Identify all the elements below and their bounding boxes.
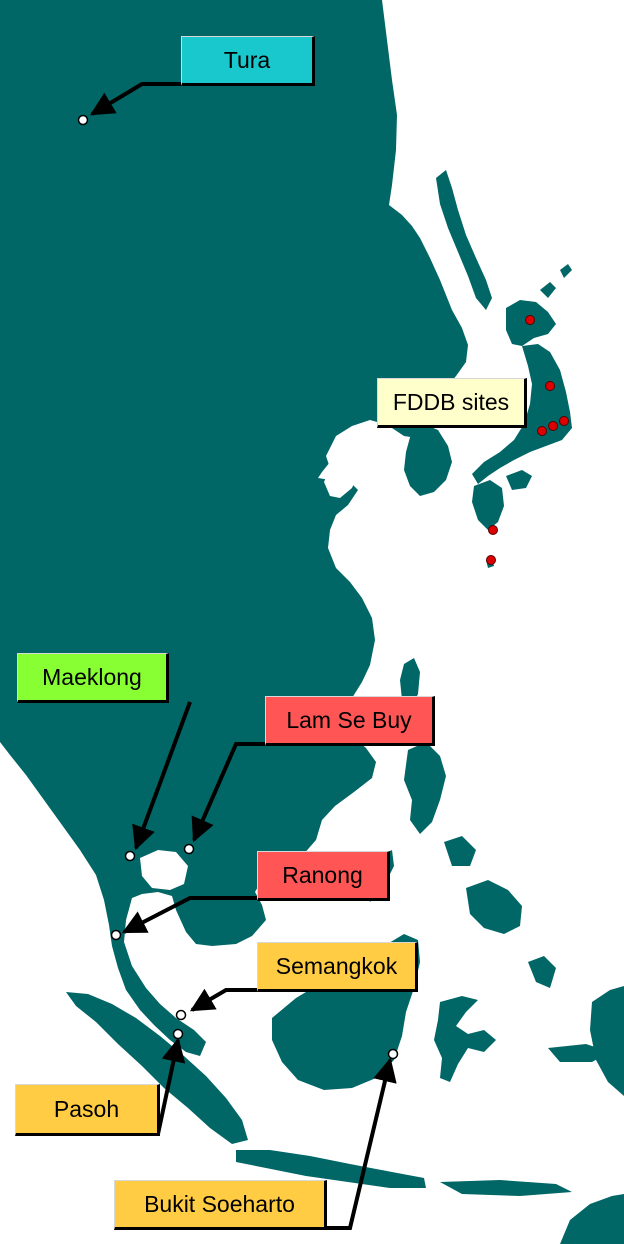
land-kurils: [540, 282, 556, 298]
fddb-marker: [548, 421, 558, 431]
land-honshu: [472, 344, 572, 484]
label-ranong: Ranong: [257, 851, 390, 901]
label-tura: Tura: [181, 36, 315, 86]
land-mindanao: [466, 880, 522, 934]
sea-yellow-sea: [324, 420, 384, 498]
land-java: [236, 1150, 426, 1188]
arrow-bukit-soeharto: [326, 1057, 397, 1230]
site-marker-bukit-soeharto: [387, 1048, 399, 1060]
fddb-marker: [488, 525, 498, 535]
land-halmahera: [528, 956, 556, 988]
land-asia-mainland: [0, 0, 468, 1056]
fddb-marker: [545, 381, 555, 391]
arrow-pasoh: [156, 1037, 186, 1135]
site-marker-maeklong: [124, 850, 136, 862]
fddb-markers: [486, 315, 569, 565]
land-sulawesi: [434, 996, 496, 1082]
land-shikoku: [506, 470, 532, 490]
land-lesser-sunda: [440, 1180, 572, 1196]
label-lam-se-buy: Lam Se Buy: [265, 696, 435, 746]
fddb-marker: [486, 555, 496, 565]
land-kurils-2: [560, 264, 572, 278]
land-hainan: [292, 764, 322, 794]
site-marker-tura: [77, 114, 89, 126]
land-visayas: [444, 836, 476, 866]
site-marker-pasoh: [172, 1028, 184, 1040]
label-fddb-sites: FDDB sites: [377, 378, 527, 428]
arrow-semangkok: [189, 988, 258, 1012]
site-marker-semangkok: [175, 1009, 187, 1021]
label-bukit-soeharto: Bukit Soeharto: [114, 1180, 327, 1230]
site-markers: [77, 114, 399, 1060]
land-australia: [560, 1194, 624, 1244]
land-new-guinea: [590, 986, 624, 1096]
land-sumatra: [66, 992, 248, 1144]
land-luzon: [404, 742, 446, 834]
site-marker-ranong: [110, 929, 122, 941]
arrow-ranong: [121, 896, 258, 934]
arrow-maeklong: [132, 701, 192, 851]
fddb-marker: [559, 416, 569, 426]
label-maeklong: Maeklong: [17, 653, 169, 703]
arrow-lam-se-buy: [191, 742, 266, 843]
land-kyushu: [472, 480, 504, 530]
arrow-tura: [89, 82, 182, 116]
land-korea: [404, 424, 452, 496]
land-sakhalin: [436, 170, 492, 310]
label-pasoh: Pasoh: [15, 1084, 160, 1136]
fddb-marker: [537, 426, 547, 436]
site-marker-lam-se-buy: [183, 843, 195, 855]
sea-gulf-of-thailand: [140, 850, 188, 890]
fddb-marker: [525, 315, 535, 325]
label-semangkok: Semangkok: [257, 942, 418, 992]
